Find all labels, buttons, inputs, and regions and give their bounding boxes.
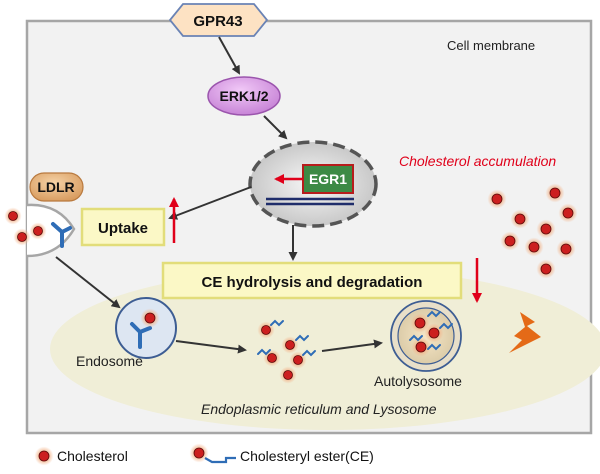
arrow-nucleus-uptake <box>168 186 252 220</box>
cholesterol-dot <box>410 313 430 333</box>
cholesterol-dot <box>556 239 576 259</box>
cholesterol-dot <box>289 351 307 369</box>
endosome-receptor-icon <box>130 322 152 349</box>
cholesterol-dot <box>524 237 544 257</box>
cholesterol-dot <box>411 337 431 357</box>
egr1-gene <box>302 164 354 194</box>
cholesterol-dot <box>545 183 565 203</box>
cholesterol-dot <box>29 222 47 240</box>
gpr43-receptor <box>168 3 269 37</box>
legend-ce-tail-icon <box>204 456 236 464</box>
cholesterol-dot <box>4 207 22 225</box>
cholesterol-dot <box>13 228 31 246</box>
uptake-box <box>80 207 166 247</box>
cholesterol-dot <box>558 203 578 223</box>
ce-tail <box>295 334 309 342</box>
gpr43-label: GPR43 <box>193 13 242 30</box>
erk-node <box>207 76 281 116</box>
accumulation-label: Cholesterol accumulation <box>399 153 556 169</box>
cholesterol-dot <box>424 323 444 343</box>
lightning-icon <box>509 312 541 353</box>
ce-tail <box>439 322 453 330</box>
cell-membrane-label: Cell membrane <box>447 38 535 53</box>
legend: Cholesterol Cholesteryl ester(CE) <box>57 448 374 464</box>
cholesterol-dots <box>4 183 578 466</box>
legend-cholesterol-label: Cholesterol <box>57 448 128 464</box>
erk-label: ERK1/2 <box>219 88 268 104</box>
cholesterol-dot <box>140 308 160 328</box>
cholesterol-dot <box>500 231 520 251</box>
ce-tail <box>270 319 284 327</box>
ldlr-node <box>29 172 84 202</box>
cholesterol-dot <box>279 366 297 384</box>
ce-tail <box>427 310 441 318</box>
arrow-ldlr-endosome <box>55 256 121 309</box>
arrow-endosome-ce <box>175 340 247 354</box>
legend-ce-label: Cholesteryl ester(CE) <box>240 448 374 464</box>
legend-ce-icon <box>189 443 209 463</box>
cholesterol-dot <box>263 349 281 367</box>
cholesterol-dot <box>281 336 299 354</box>
egr1-label: EGR1 <box>309 171 347 187</box>
ce-tail <box>257 348 271 356</box>
cholesterol-dot <box>536 259 556 279</box>
legend-cholesterol-icon <box>34 446 54 466</box>
autolysosome-label: Autolysosome <box>374 373 462 389</box>
er-lysosome-label: Endoplasmic reticulum and Lysosome <box>201 401 437 417</box>
ce-tail <box>427 343 441 351</box>
arrow-erk-nucleus <box>263 115 288 140</box>
uptake-label: Uptake <box>98 220 148 237</box>
ce-tails <box>204 310 453 464</box>
cholesterol-dot <box>487 189 507 209</box>
ldlr-receptor-icon <box>51 222 72 248</box>
endosome-label: Endosome <box>76 353 143 369</box>
er-lysosome-region <box>50 268 600 430</box>
ce-tail <box>409 334 423 342</box>
ce-hydrolysis-label: CE hydrolysis and degradation <box>202 274 423 291</box>
arrow-ce-autolysosome <box>321 339 383 352</box>
arrow-gpr43-erk <box>218 36 240 75</box>
ce-tail <box>302 349 316 357</box>
cholesterol-dot <box>536 219 556 239</box>
ldlr-label: LDLR <box>37 179 74 195</box>
cholesterol-dot <box>257 321 275 339</box>
cholesterol-dot <box>510 209 530 229</box>
ce-hydrolysis-box <box>161 261 463 300</box>
